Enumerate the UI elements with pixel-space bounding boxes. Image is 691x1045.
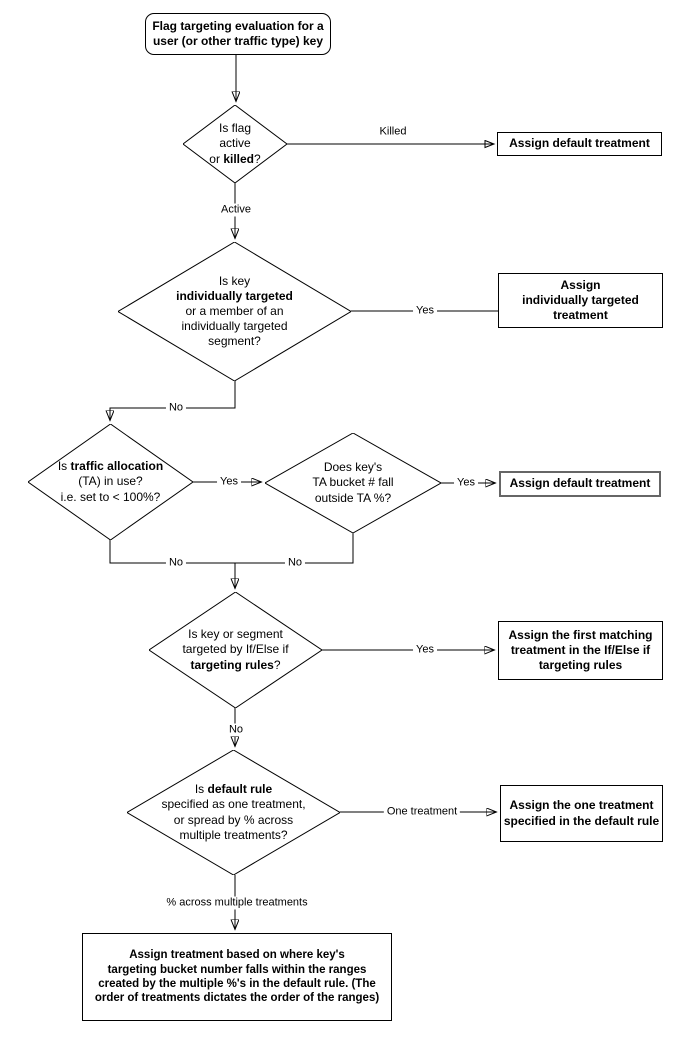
edge-label-active: Active — [218, 203, 254, 217]
edge-label-yes-rules: Yes — [413, 643, 437, 657]
edge-label-pct-across: % across multiple treatments — [163, 896, 311, 910]
edge-label-no-rules: No — [225, 723, 247, 737]
edge-label-no-individual: No — [165, 401, 187, 415]
edge-label-yes-bucket: Yes — [454, 476, 478, 490]
node-assign-default-treatment-1: Assign default treatment — [497, 132, 662, 156]
decision-traffic-allocation: Is traffic allocation(TA) in use?i.e. se… — [28, 424, 193, 540]
assign-default-1-label: Assign default treatment — [509, 136, 650, 151]
diamond-shape — [118, 242, 351, 381]
edge-label-yes-individual: Yes — [413, 304, 437, 318]
diamond-shape — [149, 592, 322, 708]
edge-label-yes-ta: Yes — [217, 475, 241, 489]
edge-label-no-ta: No — [165, 556, 187, 570]
decision-traffic-allocation-label: Is traffic allocation(TA) in use?i.e. se… — [57, 459, 164, 504]
edge-label-one-treatment: One treatment — [383, 805, 461, 819]
diamond-shape — [265, 433, 441, 533]
diamond-shape — [127, 750, 340, 875]
diamond-shape — [183, 105, 287, 183]
assign-default-2-label: Assign default treatment — [509, 476, 651, 491]
edge-label-no-bucket: No — [284, 556, 306, 570]
edge-label-killed: Killed — [376, 125, 410, 139]
diamond-shape — [28, 424, 193, 540]
node-assign-default-treatment-2: Assign default treatment — [499, 471, 661, 497]
